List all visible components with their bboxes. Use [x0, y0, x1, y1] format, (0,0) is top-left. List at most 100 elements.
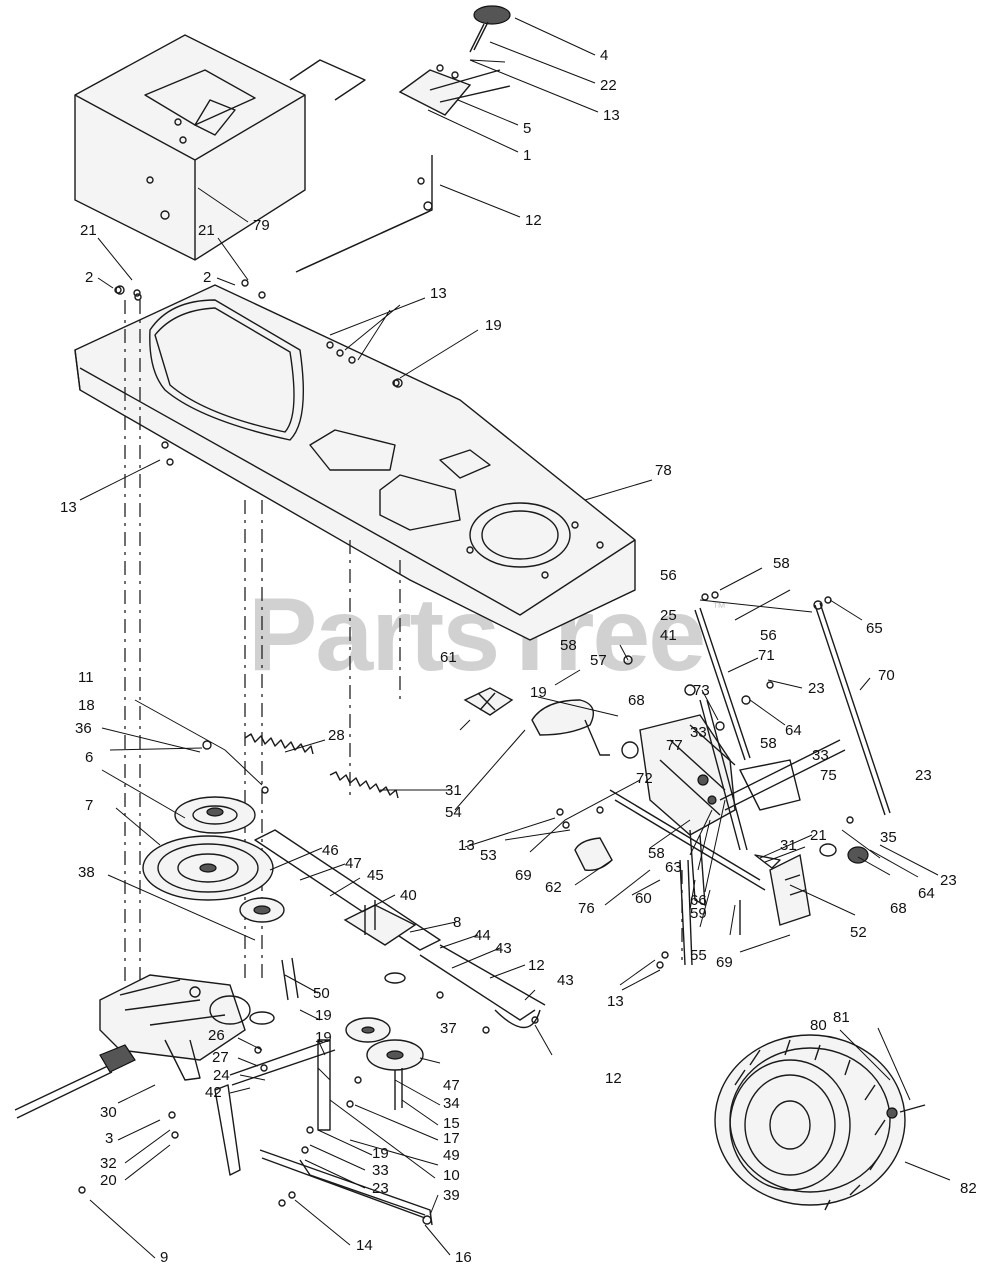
callout-12: 12: [605, 1070, 622, 1087]
callout-labels: 4 22 13 5 1 12 79 21 21 2 2 13 19 13 78 …: [60, 47, 977, 1266]
callout-19: 19: [315, 1029, 332, 1046]
callout-26: 26: [208, 1027, 225, 1044]
callout-5: 5: [523, 120, 531, 137]
callout-71: 71: [758, 647, 775, 664]
callout-25: 25: [660, 607, 677, 624]
callout-16: 16: [455, 1249, 472, 1266]
callout-28: 28: [328, 727, 345, 744]
lift-handle: [463, 687, 613, 871]
callout-59: 59: [690, 905, 707, 922]
callout-52: 52: [850, 924, 867, 941]
callout-55: 55: [690, 947, 707, 964]
callout-33: 33: [372, 1162, 389, 1179]
callout-14: 14: [356, 1237, 373, 1254]
callout-53: 53: [480, 847, 497, 864]
callout-21: 21: [80, 222, 97, 239]
callout-73: 73: [693, 682, 710, 699]
callout-76: 76: [578, 900, 595, 917]
variable-speed-pulley: [142, 835, 274, 901]
callout-68: 68: [628, 692, 645, 709]
callout-10: 10: [443, 1167, 460, 1184]
callout-15: 15: [443, 1115, 460, 1132]
callout-77: 77: [666, 737, 683, 754]
leaf-spring: [679, 829, 811, 966]
callout-19: 19: [530, 684, 547, 701]
callout-81: 81: [833, 1009, 850, 1026]
callout-13: 13: [60, 499, 77, 516]
callout-11: 11: [78, 669, 94, 686]
callout-47: 47: [443, 1077, 460, 1094]
callout-30: 30: [100, 1104, 117, 1121]
callout-65: 65: [866, 620, 883, 637]
leader-lines: [79, 17, 951, 1259]
callout-37: 37: [440, 1020, 457, 1037]
idler-bracket: [254, 829, 546, 1028]
callout-13: 13: [458, 837, 475, 854]
callout-6: 6: [85, 749, 93, 766]
transaxle: [14, 974, 251, 1119]
callout-62: 62: [545, 879, 562, 896]
callout-72: 72: [636, 770, 653, 787]
callout-32: 32: [100, 1155, 117, 1172]
callout-57: 57: [590, 652, 607, 669]
callout-43: 43: [495, 940, 512, 957]
callout-2: 2: [203, 269, 211, 286]
callout-56: 56: [660, 567, 677, 584]
callout-33: 33: [812, 747, 829, 764]
callout-12: 12: [525, 212, 542, 229]
steering-plate: [398, 5, 511, 116]
lift-link: [694, 602, 891, 816]
callout-23: 23: [808, 680, 825, 697]
callout-21: 21: [810, 827, 827, 844]
callout-69: 69: [515, 867, 532, 884]
callout-58: 58: [760, 735, 777, 752]
callout-63: 63: [665, 859, 682, 876]
callout-23: 23: [915, 767, 932, 784]
callout-23: 23: [372, 1180, 389, 1197]
callout-47: 47: [345, 855, 362, 872]
callout-64: 64: [785, 722, 802, 739]
callout-42: 42: [205, 1084, 222, 1101]
callout-43: 43: [557, 972, 574, 989]
callout-46: 46: [322, 842, 339, 859]
callout-58: 58: [560, 637, 577, 654]
watermark-trademark: ™: [712, 599, 726, 615]
callout-20: 20: [100, 1172, 117, 1189]
callout-45: 45: [367, 867, 384, 884]
callout-4: 4: [600, 47, 608, 64]
callout-49: 49: [443, 1147, 460, 1164]
callout-19: 19: [372, 1145, 389, 1162]
callout-8: 8: [453, 914, 461, 931]
callout-35: 35: [880, 829, 897, 846]
callout-58: 58: [773, 555, 790, 572]
callout-60: 60: [635, 890, 652, 907]
callout-7: 7: [85, 797, 93, 814]
bearing-flange: [249, 957, 299, 1025]
callout-56: 56: [760, 627, 777, 644]
callout-18: 18: [78, 697, 95, 714]
idler-pulley: [239, 897, 285, 923]
callout-78: 78: [655, 462, 672, 479]
callout-2: 2: [85, 269, 93, 286]
callout-27: 27: [212, 1049, 229, 1066]
callout-12: 12: [528, 957, 545, 974]
callout-31: 31: [445, 782, 462, 799]
callout-66: 66: [690, 892, 707, 909]
double-pulley: [345, 1017, 424, 1110]
callout-19: 19: [315, 1007, 332, 1024]
callout-24: 24: [213, 1067, 230, 1084]
callout-1: 1: [523, 147, 531, 164]
deck-lift-assembly: [609, 699, 846, 891]
callout-54: 54: [445, 804, 462, 821]
rear-tire: [714, 1034, 926, 1211]
callout-70: 70: [878, 667, 895, 684]
callout-58: 58: [648, 845, 665, 862]
callout-33: 33: [690, 724, 707, 741]
spring: [244, 733, 399, 799]
tire-bracket: [819, 843, 869, 864]
callout-75: 75: [820, 767, 837, 784]
callout-21: 21: [198, 222, 215, 239]
callout-36: 36: [75, 720, 92, 737]
callout-23: 23: [940, 872, 957, 889]
